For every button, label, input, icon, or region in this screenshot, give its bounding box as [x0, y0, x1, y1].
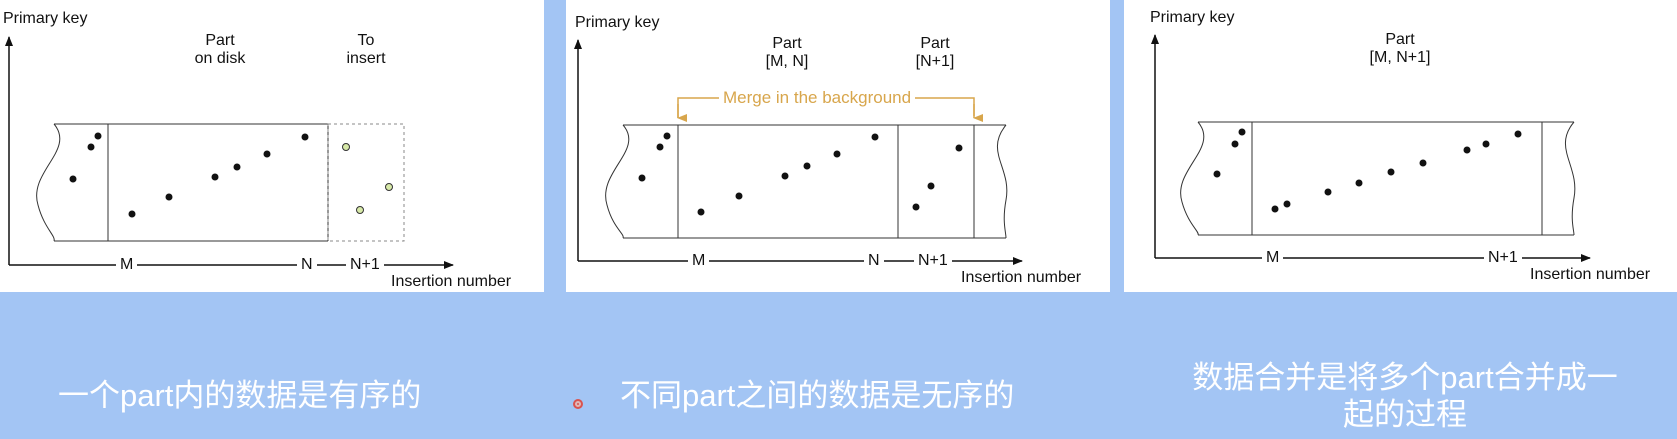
- point: [87, 143, 95, 151]
- point: [803, 162, 811, 170]
- tick-label: N+1: [1484, 250, 1522, 266]
- part-label: Part [N+1]: [915, 35, 955, 71]
- point: [781, 172, 789, 180]
- wavy-right-edge: [996, 124, 1008, 239]
- point: [356, 206, 364, 214]
- tick-label: N: [864, 253, 884, 269]
- point: [871, 133, 879, 141]
- point: [1482, 140, 1490, 148]
- caption-right: 数据合并是将多个part合并成一起的过程: [1192, 360, 1618, 432]
- wavy-left-edge: [1180, 121, 1205, 236]
- point: [1463, 146, 1471, 154]
- point: [638, 174, 646, 182]
- wavy-right-edge: [1564, 121, 1576, 236]
- part-label: Part on disk: [194, 32, 246, 68]
- point: [833, 150, 841, 158]
- tick-label: M: [688, 253, 710, 269]
- point: [1324, 188, 1332, 196]
- part-label: Part [M, N+1]: [1369, 31, 1431, 67]
- y-axis-label: Primary key: [3, 10, 88, 27]
- x-axis-label: Insertion number: [961, 269, 1082, 286]
- tick-label: N: [297, 257, 317, 273]
- y-axis-label: Primary key: [1150, 9, 1235, 26]
- tick-label: M: [116, 257, 138, 273]
- wavy-left-edge: [605, 124, 630, 239]
- points: [1213, 128, 1522, 213]
- point: [927, 182, 935, 190]
- point: [233, 163, 241, 171]
- point: [69, 175, 77, 183]
- diagram-panel-1: Primary key Part on disk To insert M N N…: [0, 0, 544, 292]
- point: [1231, 140, 1239, 148]
- merge-label: Merge in the background: [719, 89, 916, 106]
- point: [385, 183, 393, 191]
- points-old: [69, 132, 309, 218]
- tick-label: M: [1262, 250, 1284, 266]
- point: [912, 203, 920, 211]
- points: [638, 132, 963, 216]
- part-label: To insert: [346, 32, 386, 68]
- panel-2-graphic: [574, 39, 1023, 265]
- panel-1-graphic: [4, 36, 454, 269]
- point: [1283, 200, 1291, 208]
- point: [1271, 205, 1279, 213]
- x-axis-label: Insertion number: [1530, 266, 1651, 283]
- point: [342, 143, 350, 151]
- caption-center: 不同part之间的数据是无序的: [620, 378, 1015, 413]
- point: [263, 150, 271, 158]
- point: [656, 143, 664, 151]
- to-insert-box: [327, 123, 405, 242]
- point: [697, 208, 705, 216]
- panel-3-graphic: [1151, 34, 1591, 262]
- diagram-panel-3: Primary key Part [M, N+1] M N+1 Insertio…: [1124, 0, 1677, 292]
- tick-label: N+1: [914, 253, 952, 269]
- diagram-panel-2: Primary key Part [M, N] Part [N+1] Merge…: [566, 0, 1110, 292]
- point: [165, 193, 173, 201]
- wavy-left-edge: [36, 123, 61, 242]
- point: [1387, 168, 1395, 176]
- mouse-cursor-indicator: [573, 399, 583, 409]
- point: [1213, 170, 1221, 178]
- point: [735, 192, 743, 200]
- point: [663, 132, 671, 140]
- points-new: [342, 143, 393, 214]
- tick-label: N+1: [346, 257, 384, 273]
- point: [301, 133, 309, 141]
- point: [211, 173, 219, 181]
- point: [94, 132, 102, 140]
- part-label: Part [M, N]: [765, 35, 809, 71]
- point: [1238, 128, 1246, 136]
- point: [1355, 179, 1363, 187]
- point: [128, 210, 136, 218]
- y-axis-label: Primary key: [575, 14, 660, 31]
- caption-left: 一个part内的数据是有序的: [58, 378, 422, 413]
- point: [1514, 130, 1522, 138]
- x-axis-label: Insertion number: [391, 273, 512, 290]
- point: [955, 144, 963, 152]
- point: [1419, 159, 1427, 167]
